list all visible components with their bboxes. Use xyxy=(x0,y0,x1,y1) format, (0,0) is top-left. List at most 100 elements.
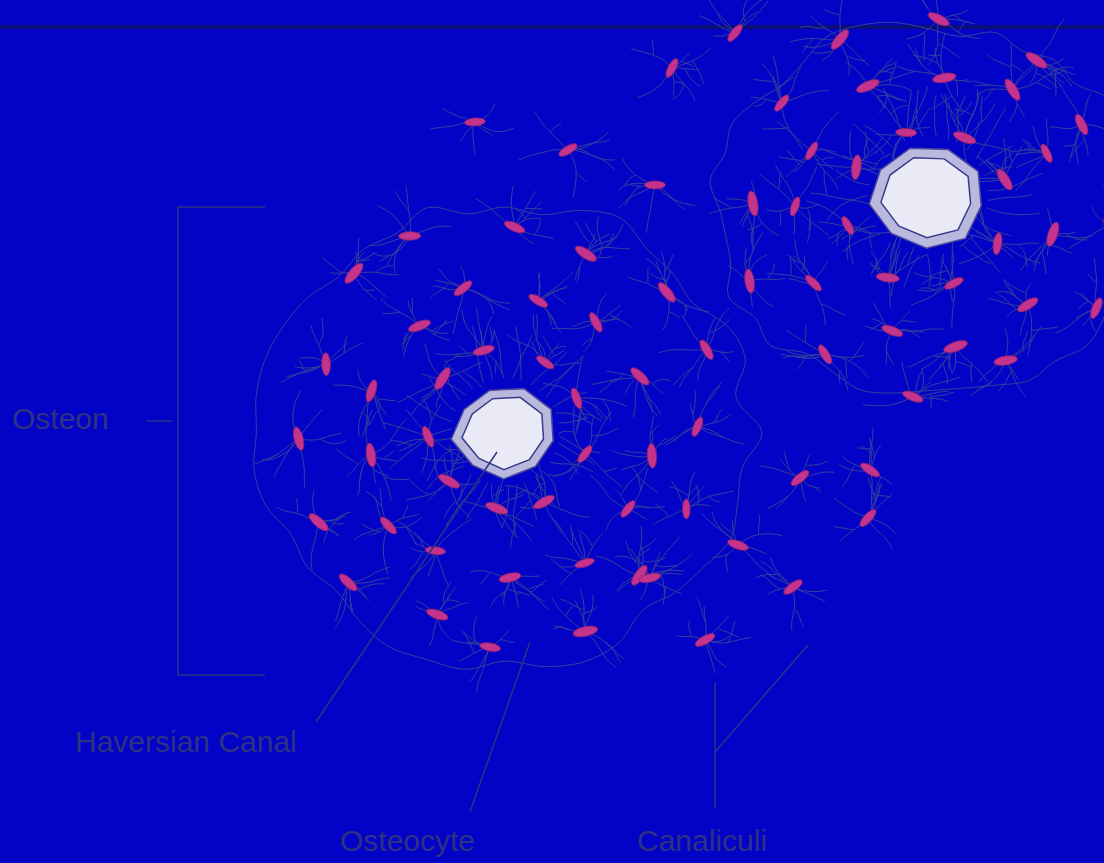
canaliculus xyxy=(834,526,854,529)
canaliculus xyxy=(516,327,521,381)
osteocyte-cell xyxy=(1073,112,1091,136)
osteocyte-cell xyxy=(994,167,1015,192)
canaliculus xyxy=(834,498,868,518)
canaliculus xyxy=(1026,141,1036,150)
canaliculus xyxy=(891,106,909,115)
osteocyte-cell xyxy=(342,261,366,286)
canaliculus xyxy=(923,33,925,61)
canaliculus xyxy=(597,217,600,243)
canaliculus xyxy=(987,159,998,170)
canaliculus xyxy=(635,548,651,561)
osteocyte-cell xyxy=(498,571,522,584)
canaliculus xyxy=(320,439,346,444)
osteocyte-cell xyxy=(693,631,716,649)
canaliculus xyxy=(366,491,382,507)
canaliculus xyxy=(324,530,328,543)
canaliculus xyxy=(863,397,913,406)
osteocyte-cells xyxy=(291,10,1104,653)
osteocyte-cell xyxy=(398,232,420,241)
canaliculus xyxy=(705,640,715,673)
canaliculus xyxy=(1016,153,1047,167)
canaliculus xyxy=(514,485,518,537)
canaliculus xyxy=(921,288,936,290)
osteocyte-cell xyxy=(337,571,360,593)
osteocyte-cell xyxy=(690,416,706,438)
osteocyte-cell xyxy=(828,27,851,52)
canaliculus xyxy=(575,221,591,244)
canaliculus xyxy=(812,52,834,54)
canaliculus xyxy=(350,598,353,611)
canal-lumen xyxy=(881,158,971,238)
canaliculus xyxy=(864,138,869,157)
canaliculus xyxy=(311,522,318,571)
canaliculus xyxy=(394,236,409,273)
canaliculus xyxy=(743,0,749,21)
canaliculus xyxy=(925,0,937,1)
canaliculus xyxy=(376,266,393,272)
canaliculus xyxy=(646,398,661,415)
canaliculus xyxy=(685,69,700,86)
osteocyte-cell xyxy=(901,389,924,405)
callout-label: Osteocyte xyxy=(340,824,475,859)
osteocyte-cell xyxy=(365,443,378,468)
canaliculus xyxy=(776,497,787,509)
canaliculus xyxy=(792,587,795,631)
canaliculus xyxy=(647,185,655,233)
tissue-group xyxy=(254,0,1104,692)
osteocyte-cell xyxy=(743,268,756,293)
canaliculus xyxy=(429,615,437,647)
canaliculus xyxy=(403,331,410,349)
canaliculus xyxy=(970,361,1005,396)
canaliculus xyxy=(997,243,1038,244)
canaliculus xyxy=(552,293,566,304)
canaliculus xyxy=(787,151,800,165)
canaliculus xyxy=(586,224,623,254)
osteocyte-cell xyxy=(697,338,715,361)
canal-wall xyxy=(869,148,981,248)
osteocyte-cell xyxy=(587,311,605,334)
canaliculus xyxy=(956,80,957,96)
osteocyte-cell xyxy=(850,154,862,180)
canaliculus xyxy=(797,356,806,370)
canaliculus xyxy=(652,40,653,55)
canaliculus xyxy=(709,496,720,502)
osteocyte-cell xyxy=(857,507,878,529)
canaliculus xyxy=(510,578,549,611)
canaliculus xyxy=(460,346,470,356)
osteocyte-leader xyxy=(470,642,530,812)
canaliculus xyxy=(274,439,299,477)
osteocyte-cell xyxy=(437,472,462,491)
canaliculus xyxy=(297,498,298,513)
canaliculus xyxy=(566,606,572,617)
osteocyte-cell xyxy=(472,343,495,357)
osteocyte-cell xyxy=(569,387,584,410)
osteocyte-cell xyxy=(307,511,331,534)
canaliculus xyxy=(398,521,436,551)
osteocyte-cell xyxy=(725,22,744,43)
canaliculus xyxy=(403,505,408,517)
canaliculus xyxy=(446,354,460,362)
canaliculus xyxy=(544,502,589,517)
canaliculus xyxy=(592,376,640,384)
canaliculus xyxy=(1042,252,1046,274)
canaliculus xyxy=(554,627,569,630)
canaliculus xyxy=(348,567,390,582)
cement-line xyxy=(710,22,1104,393)
canaliculus xyxy=(606,643,620,663)
canaliculus xyxy=(319,318,323,345)
canaliculus xyxy=(513,335,532,379)
osteocyte-cell xyxy=(407,317,432,334)
canaliculus xyxy=(577,530,592,547)
canaliculus xyxy=(267,439,298,461)
canaliculus xyxy=(577,398,628,406)
canaliculus xyxy=(1022,139,1032,153)
canaliculus xyxy=(673,84,684,99)
canaliculus xyxy=(431,283,449,298)
canaliculus xyxy=(988,173,1043,190)
canaliculus xyxy=(753,79,775,82)
canaliculus xyxy=(515,592,530,596)
osteocyte-cell xyxy=(645,181,666,189)
canaliculus xyxy=(715,409,723,423)
canaliculus xyxy=(511,185,514,227)
osteocyte-cell xyxy=(664,57,681,79)
